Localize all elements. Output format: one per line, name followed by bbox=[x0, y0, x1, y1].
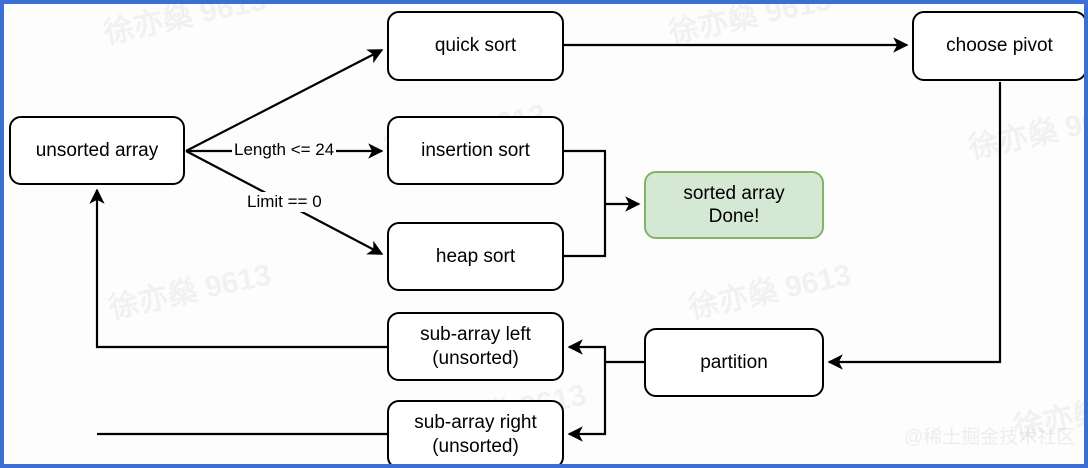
node-label: partition bbox=[700, 351, 768, 373]
edge-partition-to-subarray-right bbox=[567, 362, 607, 442]
node-quick-sort[interactable]: quick sort bbox=[387, 11, 564, 81]
edge-label-length-condition: Length <= 24 bbox=[232, 140, 337, 160]
node-label: sub-array left (unsorted) bbox=[420, 324, 531, 369]
node-sub-array-left[interactable]: sub-array left (unsorted) bbox=[387, 312, 564, 381]
node-partition[interactable]: partition bbox=[644, 328, 824, 397]
node-heap-sort[interactable]: heap sort bbox=[387, 222, 564, 291]
edge-insertionsort-to-merge bbox=[564, 149, 607, 204]
edge-choosepivot-to-partition bbox=[827, 82, 1002, 370]
node-label: choose pivot bbox=[946, 35, 1053, 57]
edge-unsorted-to-quicksort bbox=[185, 49, 384, 152]
node-label: sorted array Done! bbox=[683, 182, 785, 227]
node-unsorted-array[interactable]: unsorted array bbox=[9, 116, 185, 185]
flow-connectors bbox=[89, 37, 1002, 442]
edge-heapsort-to-merge bbox=[564, 204, 607, 258]
node-sub-array-right[interactable]: sub-array right (unsorted) bbox=[387, 400, 564, 464]
node-label: unsorted array bbox=[35, 139, 159, 161]
node-label: quick sort bbox=[434, 35, 517, 57]
node-label: heap sort bbox=[435, 245, 516, 267]
edge-partition-to-subarray-left bbox=[567, 339, 607, 362]
node-choose-pivot[interactable]: choose pivot bbox=[912, 11, 1084, 81]
node-sorted-array[interactable]: sorted array Done! bbox=[644, 171, 824, 239]
node-label: sub-array right (unsorted) bbox=[414, 412, 537, 457]
node-label: insertion sort bbox=[421, 139, 530, 161]
edge-subarray-left-to-unsorted bbox=[89, 188, 387, 349]
edge-label-limit-condition: Limit == 0 bbox=[245, 192, 324, 212]
node-insertion-sort[interactable]: insertion sort bbox=[387, 116, 564, 185]
